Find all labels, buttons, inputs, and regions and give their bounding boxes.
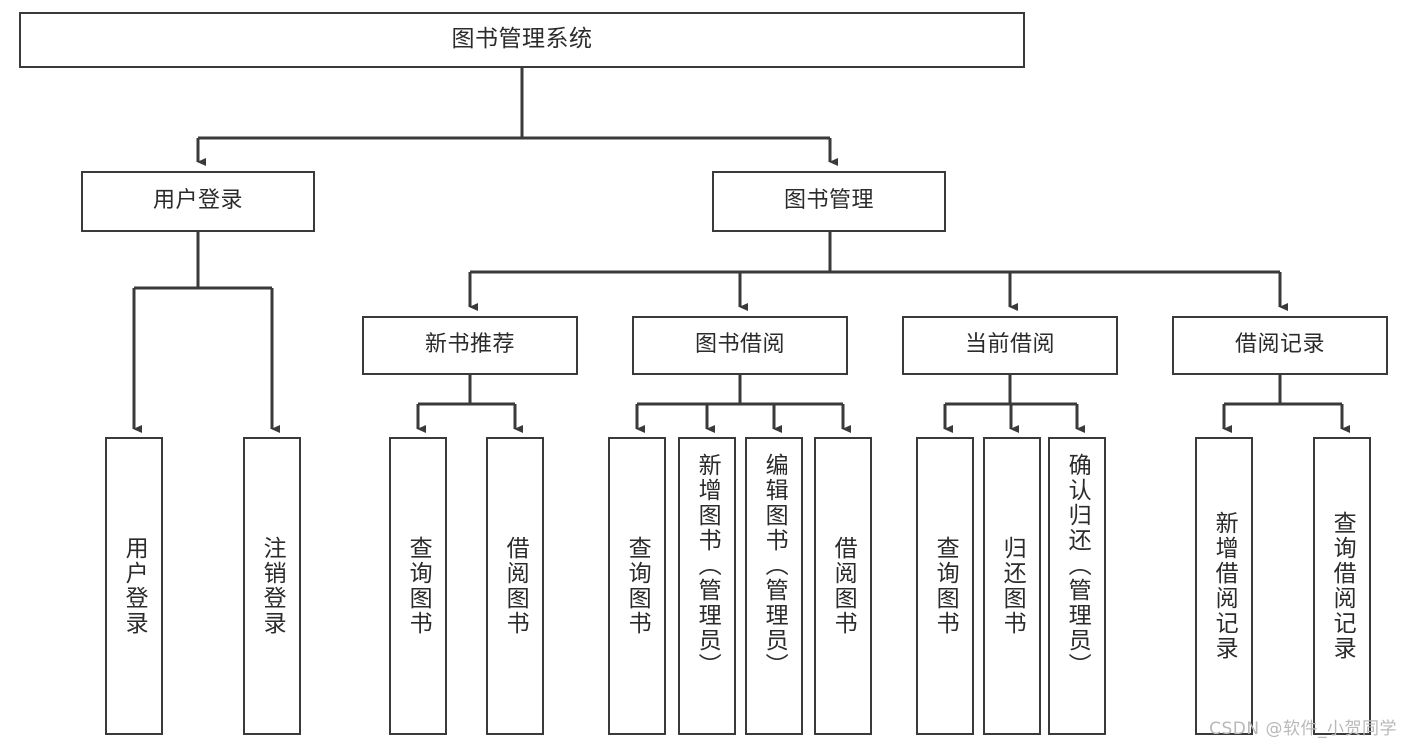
- node-leaf-query-book-2[interactable]: 查询图书: [608, 437, 666, 735]
- node-borrow-record[interactable]: 借阅记录: [1172, 316, 1388, 375]
- node-leaf-confirm-return[interactable]: 确认归还（管理员）: [1048, 437, 1106, 735]
- node-leaf-logout-login[interactable]: 注销登录: [243, 437, 301, 735]
- node-leaf-query-record-label: 查询借阅记录: [1329, 511, 1356, 661]
- node-leaf-borrow-book-2-label: 借阅图书: [830, 536, 857, 636]
- node-leaf-borrow-book-2[interactable]: 借阅图书: [814, 437, 872, 735]
- node-leaf-borrow-book-1-label: 借阅图书: [502, 536, 529, 636]
- node-leaf-add-record-label: 新增借阅记录: [1211, 511, 1238, 661]
- node-leaf-user-login[interactable]: 用户登录: [105, 437, 163, 735]
- node-borrow-record-label: 借阅记录: [1234, 332, 1325, 358]
- node-leaf-logout-login-label: 注销登录: [259, 536, 286, 636]
- node-current-borrow-label: 当前借阅: [964, 332, 1055, 358]
- node-leaf-user-login-label: 用户登录: [121, 536, 148, 636]
- node-root-label: 图书管理系统: [451, 26, 593, 53]
- node-leaf-query-record[interactable]: 查询借阅记录: [1313, 437, 1371, 735]
- node-leaf-return-book[interactable]: 归还图书: [983, 437, 1041, 735]
- node-leaf-edit-book[interactable]: 编辑图书（管理员）: [745, 437, 803, 735]
- node-book-borrow[interactable]: 图书借阅: [632, 316, 848, 375]
- node-leaf-add-record[interactable]: 新增借阅记录: [1195, 437, 1253, 735]
- node-leaf-query-book-1-label: 查询图书: [405, 536, 432, 636]
- node-book-borrow-label: 图书借阅: [694, 332, 785, 358]
- csdn-watermark: CSDN @软件_小贺同学: [1209, 719, 1397, 739]
- node-leaf-query-book-3-label: 查询图书: [932, 536, 959, 636]
- node-leaf-query-book-1[interactable]: 查询图书: [389, 437, 447, 735]
- node-book-manage[interactable]: 图书管理: [712, 171, 946, 232]
- node-leaf-add-book-label: 新增图书（管理员）: [694, 453, 721, 678]
- node-new-book-recommend[interactable]: 新书推荐: [362, 316, 578, 375]
- node-root[interactable]: 图书管理系统: [19, 12, 1025, 68]
- node-new-book-recommend-label: 新书推荐: [424, 332, 515, 358]
- node-user-login-label: 用户登录: [152, 188, 243, 214]
- node-leaf-confirm-return-label: 确认归还（管理员）: [1064, 453, 1091, 678]
- node-leaf-query-book-3[interactable]: 查询图书: [916, 437, 974, 735]
- node-current-borrow[interactable]: 当前借阅: [902, 316, 1118, 375]
- node-leaf-return-book-label: 归还图书: [999, 536, 1026, 636]
- node-leaf-query-book-2-label: 查询图书: [624, 536, 651, 636]
- node-leaf-edit-book-label: 编辑图书（管理员）: [761, 453, 788, 678]
- node-book-manage-label: 图书管理: [783, 188, 874, 214]
- node-leaf-add-book[interactable]: 新增图书（管理员）: [678, 437, 736, 735]
- node-user-login[interactable]: 用户登录: [81, 171, 315, 232]
- node-leaf-borrow-book-1[interactable]: 借阅图书: [486, 437, 544, 735]
